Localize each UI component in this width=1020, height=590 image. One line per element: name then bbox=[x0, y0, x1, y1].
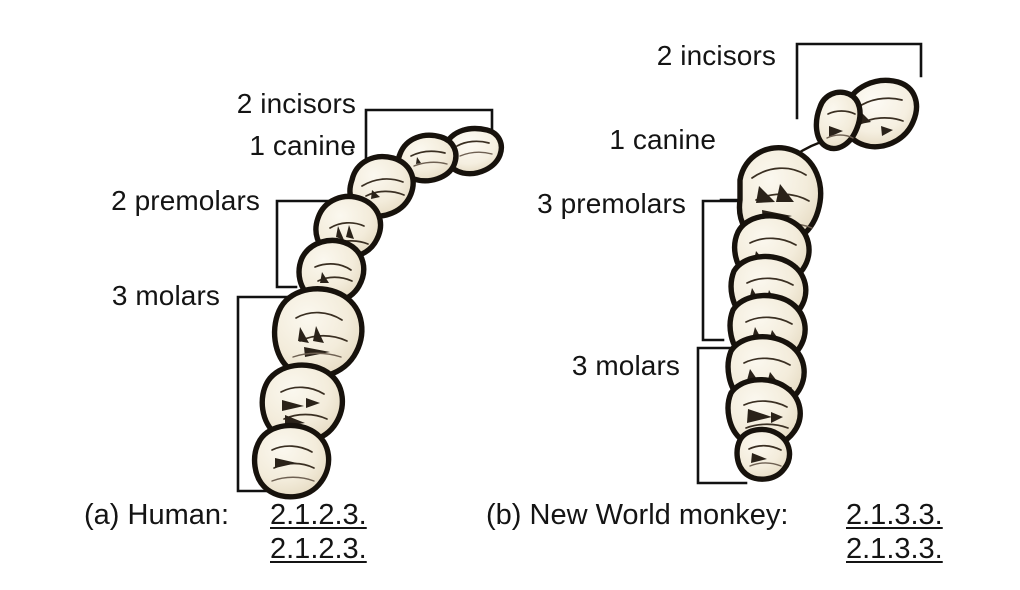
caption-a-prefix: (a) Human: bbox=[84, 499, 230, 531]
tooth-a-molar-2 bbox=[259, 362, 346, 445]
tooth-a-molar-3 bbox=[251, 422, 332, 500]
label-a-canine: 1 canine bbox=[249, 130, 356, 161]
tooth-a-molar-1 bbox=[272, 286, 365, 380]
bracket-a-premolars bbox=[275, 199, 332, 289]
label-a-premolars: 2 premolars bbox=[111, 185, 260, 216]
bracket-b-incisors bbox=[795, 42, 923, 120]
label-b-molars: 3 molars bbox=[571, 350, 680, 381]
panel-b-teeth bbox=[725, 77, 920, 482]
label-b-canine: 1 canine bbox=[609, 124, 716, 155]
tooth-b-incisor-1 bbox=[813, 89, 863, 152]
formula-b-denominator: 2.1.3.3. bbox=[846, 533, 943, 565]
bracket-b-premolars bbox=[701, 199, 758, 342]
label-b-incisors: 2 incisors bbox=[656, 40, 776, 71]
bracket-b-molars bbox=[696, 346, 748, 485]
panel-a-teeth bbox=[251, 125, 505, 500]
panel-b-brackets bbox=[696, 42, 923, 485]
formula-a-denominator: 2.1.2.3. bbox=[270, 533, 367, 565]
formula-a: 2.1.2.3. 2.1.2.3. bbox=[270, 498, 367, 566]
label-b-premolars: 3 premolars bbox=[537, 188, 686, 219]
caption-b-prefix: (b) New World monkey: bbox=[486, 499, 789, 531]
formula-a-numerator: 2.1.2.3. bbox=[270, 499, 367, 531]
tooth-b-molar-3 bbox=[734, 426, 793, 482]
tooth-a-incisor-1 bbox=[395, 132, 459, 184]
label-a-incisors: 2 incisors bbox=[236, 88, 356, 119]
bracket-a-molars bbox=[236, 295, 290, 493]
formula-b-numerator: 2.1.3.3. bbox=[846, 499, 943, 531]
bracket-a-incisors bbox=[364, 108, 494, 170]
formula-b: 2.1.3.3. 2.1.3.3. bbox=[846, 498, 943, 566]
label-a-molars: 3 molars bbox=[111, 280, 220, 311]
panel-a-brackets bbox=[236, 108, 494, 493]
tooth-b-molar-2 bbox=[725, 377, 803, 450]
